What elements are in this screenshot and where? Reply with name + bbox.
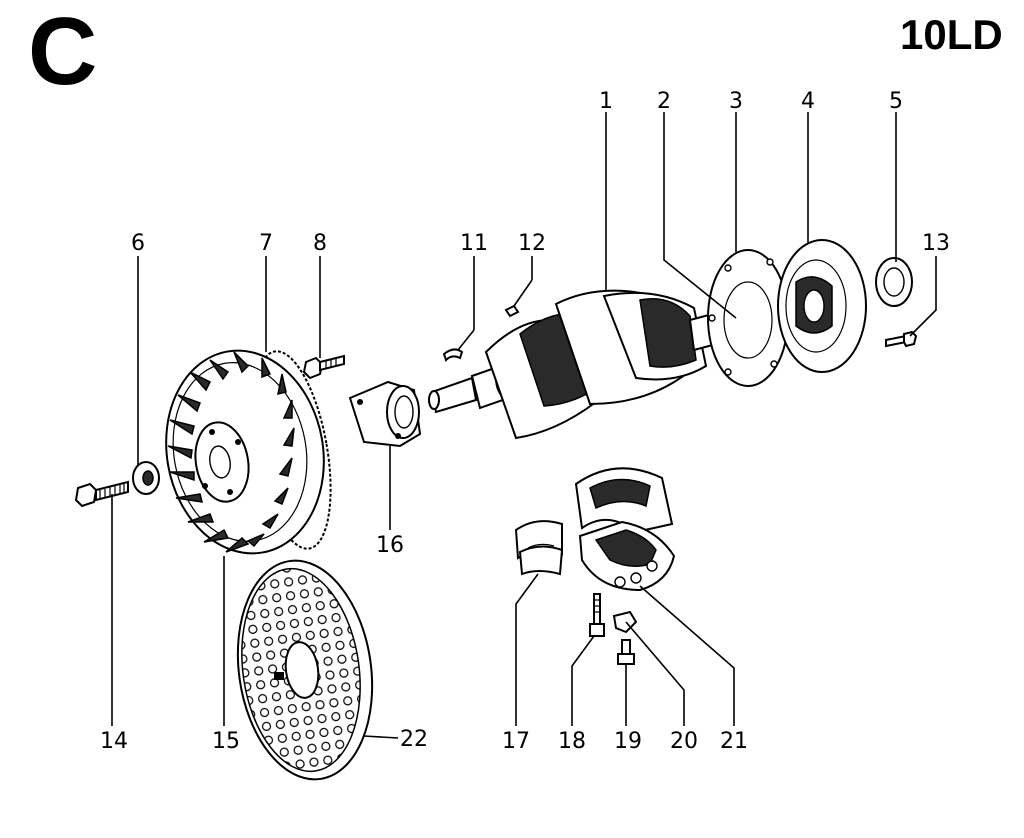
washer (132, 461, 160, 495)
callout-2: 2 (657, 89, 671, 114)
conrod-cap-lower (578, 520, 676, 592)
callout-21: 21 (720, 729, 748, 754)
small-bolt (302, 354, 345, 380)
callout-22: 22 (400, 727, 428, 752)
callout-1: 1 (599, 89, 613, 114)
small-screw (617, 639, 635, 665)
leader-22 (363, 735, 399, 739)
crankshaft (428, 289, 726, 440)
leader-21 (639, 585, 735, 726)
callout-6: 6 (131, 231, 145, 256)
callout-20: 20 (670, 729, 698, 754)
engine-model: 10LD (900, 11, 1003, 58)
callout-3: 3 (729, 89, 743, 114)
callout-12: 12 (518, 231, 546, 256)
leader-20 (625, 621, 685, 726)
callout-16: 16 (376, 533, 404, 558)
leader-13 (909, 256, 937, 337)
bearing-cover (777, 239, 867, 373)
flywheel-bolt (74, 480, 129, 508)
leader-2 (663, 112, 737, 319)
conrod-cap-upper (574, 467, 674, 534)
callout-18: 18 (558, 729, 586, 754)
woodruff-key (442, 348, 464, 362)
section-letter: C (28, 0, 98, 105)
bearing-shells (514, 520, 564, 576)
callout-15: 15 (212, 729, 240, 754)
callout-8: 8 (313, 231, 327, 256)
callout-13: 13 (922, 231, 950, 256)
flywheel (165, 349, 332, 555)
callout-4: 4 (801, 89, 815, 114)
bearing-flange (348, 380, 422, 448)
small-key (504, 304, 520, 318)
callout-19: 19 (614, 729, 642, 754)
perforated-disc (236, 559, 374, 781)
gasket (707, 249, 789, 387)
callout-5: 5 (889, 89, 903, 114)
callout-14: 14 (100, 729, 128, 754)
leader-17 (515, 573, 539, 726)
leader-18 (571, 635, 595, 726)
oil-seal (875, 257, 913, 307)
callout-labels: 1 2 3 4 5 6 7 8 11 12 13 14 15 16 17 18 … (100, 89, 950, 754)
callout-17: 17 (502, 729, 530, 754)
leader-lines (111, 112, 937, 739)
callout-11: 11 (460, 231, 488, 256)
cover-screw (885, 330, 918, 348)
conrod-bolt (589, 593, 605, 637)
callout-7: 7 (259, 231, 273, 256)
